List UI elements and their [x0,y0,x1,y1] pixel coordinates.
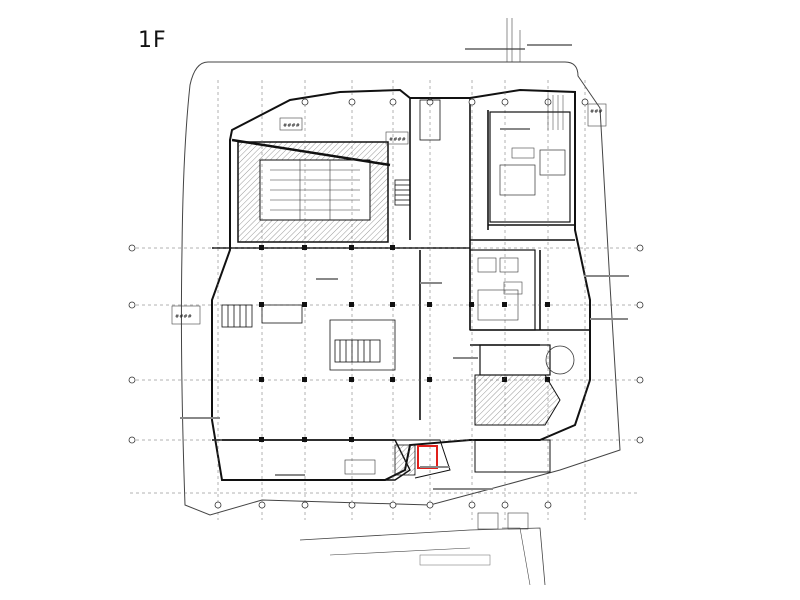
room-right-upper [489,111,571,223]
floor-label: 1F [138,28,167,53]
svg-text:####: #### [283,123,300,129]
road-edge [299,527,546,586]
highlighted-unit [417,445,438,469]
bottom-wall [222,439,411,481]
svg-text:####: #### [175,314,192,320]
svg-text:###: ### [590,109,603,115]
building-outline [211,88,591,481]
site-boundary [180,61,621,516]
room-right-lower [479,344,551,376]
svg-text:####: #### [389,137,406,143]
core-block [469,249,536,331]
road-label-box [419,554,491,566]
